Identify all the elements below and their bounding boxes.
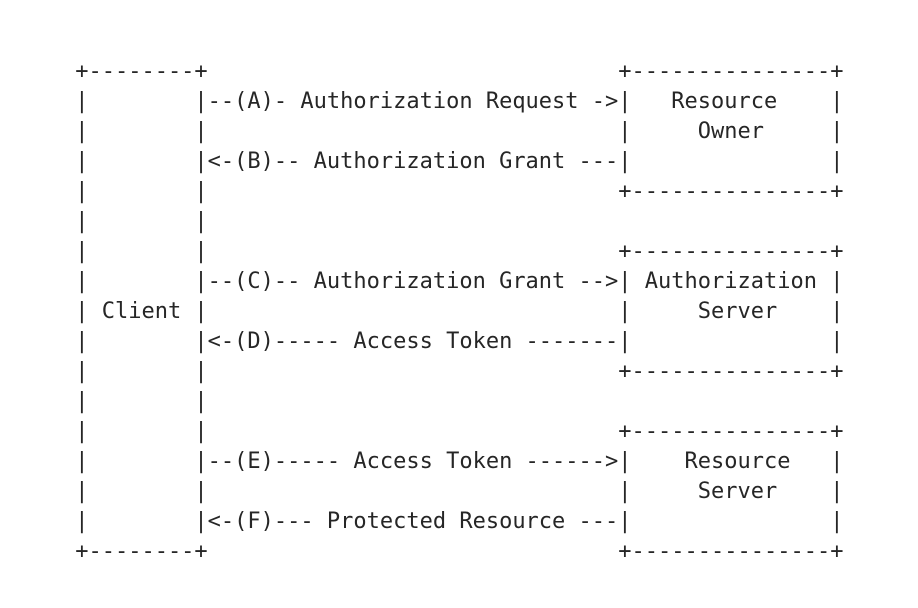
- ascii-line-flow-d-access-token: | |<-(D)----- Access Token -------| |: [9, 329, 844, 354]
- ascii-line-flow-f-protected-resource: | |<-(F)--- Protected Resource ---| |: [9, 509, 844, 534]
- ascii-line-flow-e-access-token: | |--(E)----- Access Token ------>| Reso…: [9, 449, 844, 474]
- ascii-line-client-spacer-1: | |: [9, 209, 208, 234]
- ascii-line-bottom-border: +--------+ +---------------+: [9, 539, 844, 564]
- ascii-line-client-spacer-2: | |: [9, 389, 208, 414]
- ascii-diagram: +--------+ +---------------+ | |--(A)- A…: [9, 57, 843, 567]
- ascii-line-resource-server-label: | | | Server |: [9, 479, 844, 504]
- ascii-line-resource-owner-bottom: | | +---------------+: [9, 179, 844, 204]
- ascii-line-resource-server-top: | | +---------------+: [9, 419, 844, 444]
- ascii-line-top-border: +--------+ +---------------+: [9, 59, 844, 84]
- ascii-line-flow-b-authorization-grant: | |<-(B)-- Authorization Grant ---| |: [9, 149, 844, 174]
- ascii-line-authorization-server-top: | | +---------------+: [9, 239, 844, 264]
- ascii-line-flow-c-authorization-grant: | |--(C)-- Authorization Grant -->| Auth…: [9, 269, 844, 294]
- ascii-line-authorization-server-bottom: | | +---------------+: [9, 359, 844, 384]
- ascii-line-resource-owner-label: | | | Owner |: [9, 119, 844, 144]
- ascii-line-client-label: | Client | | Server |: [9, 299, 844, 324]
- ascii-line-flow-a-authorization-request: | |--(A)- Authorization Request ->| Reso…: [9, 89, 844, 114]
